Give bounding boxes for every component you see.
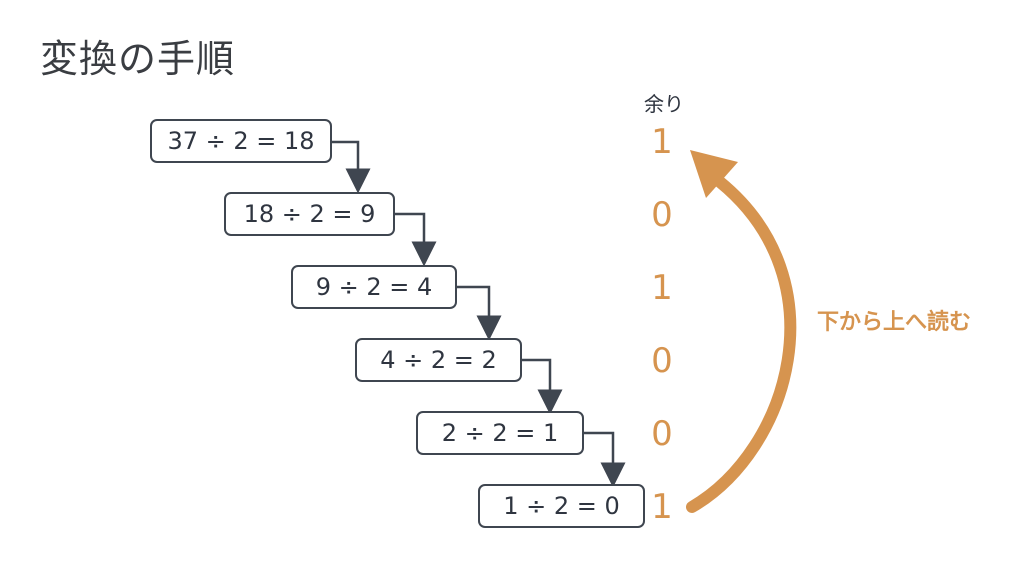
page-title: 変換の手順 [40,37,236,81]
connector-3-4 [455,285,502,341]
connector-2-3 [393,212,437,267]
division-step-5: 2 ÷ 2 = 1 [416,411,584,455]
remainder-header: 余り [644,92,684,116]
read-upward-arrowhead [690,150,738,198]
division-step-3: 9 ÷ 2 = 4 [291,265,457,309]
remainder-1: 1 [651,122,673,162]
remainder-3: 1 [651,268,673,308]
read-upward-arrow [686,176,797,513]
remainder-5: 0 [651,414,673,454]
remainder-4: 0 [651,341,673,381]
remainder-6: 1 [651,487,673,527]
division-step-6: 1 ÷ 2 = 0 [478,484,645,528]
remainder-2: 0 [651,195,673,235]
connector-4-5 [520,358,563,415]
read-direction-label: 下から上へ読む [817,310,972,335]
connector-5-6 [582,431,626,488]
division-step-4: 4 ÷ 2 = 2 [355,338,522,382]
division-step-2: 18 ÷ 2 = 9 [224,192,395,236]
division-step-1: 37 ÷ 2 = 18 [150,119,332,163]
connector-1-2 [330,140,371,194]
